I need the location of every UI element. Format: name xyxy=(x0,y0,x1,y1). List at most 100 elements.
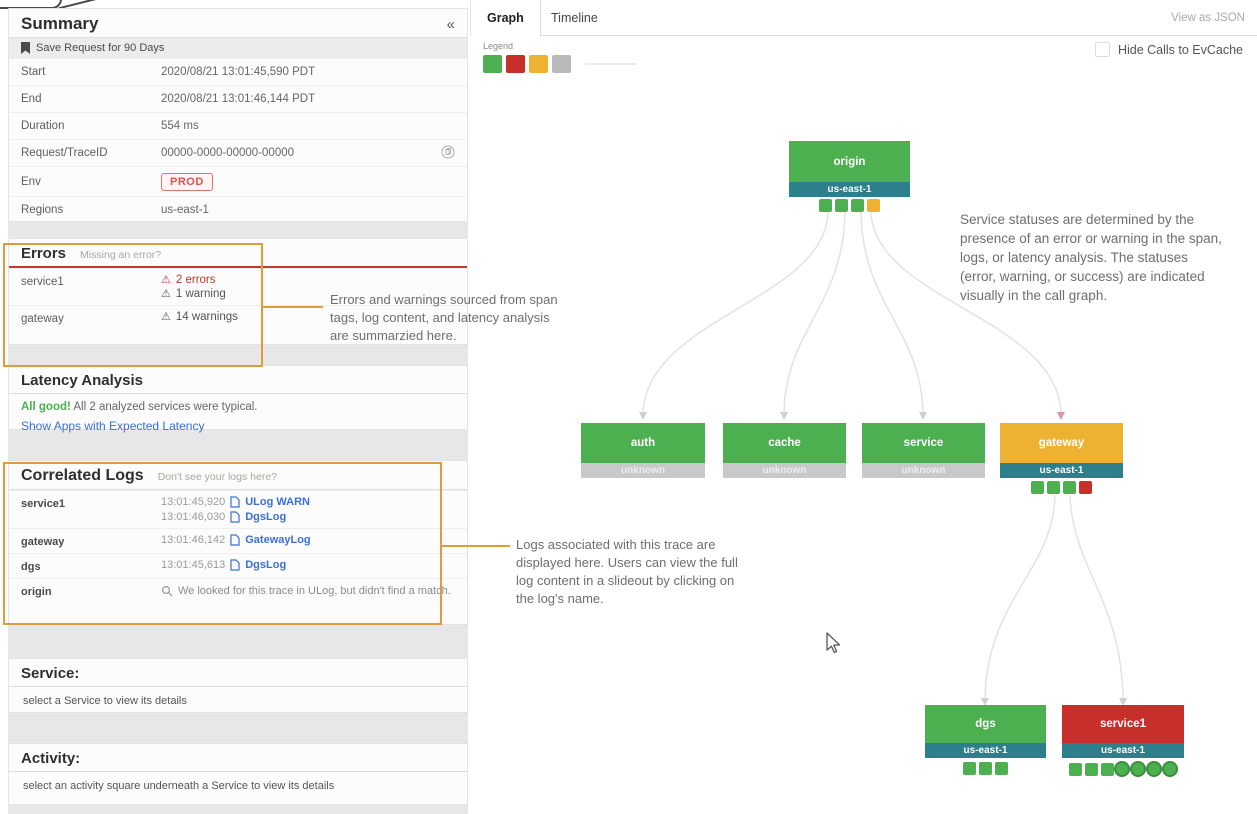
hide-evcache-checkbox[interactable] xyxy=(1094,42,1110,57)
service-section-title: Service: xyxy=(9,659,467,687)
latency-status: All good! xyxy=(21,401,71,413)
hide-evcache-label[interactable]: Hide Calls to EvCache xyxy=(1117,42,1243,57)
activity-section-placeholder: select an activity square underneath a S… xyxy=(23,780,335,792)
origin-activity-squares[interactable] xyxy=(789,199,910,212)
trace-summary-panel: Summary « Save Request for 90 Days Start… xyxy=(8,8,468,814)
node-gateway-label[interactable]: gateway xyxy=(1000,423,1123,463)
node-dgs-label[interactable]: dgs xyxy=(925,705,1046,743)
legend-neutral-swatch xyxy=(552,55,571,73)
error-row-gateway: gateway ⚠ 14 warnings xyxy=(9,305,467,330)
graph-node-cache[interactable]: cache unknown xyxy=(723,423,846,478)
activity-square[interactable] xyxy=(1113,761,1130,777)
graph-node-origin[interactable]: origin us-east-1 xyxy=(789,141,910,197)
view-as-json-link[interactable]: View as JSON xyxy=(1171,12,1245,24)
node-origin-label[interactable]: origin xyxy=(789,141,910,182)
log-row-service1: service1 13:01:45,920 ULog WARN 13:01:46… xyxy=(9,490,467,528)
service-section-placeholder: select a Service to view its details xyxy=(23,695,187,707)
tab-timeline[interactable]: Timeline xyxy=(551,11,598,25)
activity-square[interactable] xyxy=(835,199,848,212)
graph-node-service[interactable]: service unknown xyxy=(862,423,985,478)
activity-square[interactable] xyxy=(1129,761,1146,777)
logs-divider xyxy=(9,489,467,490)
node-cache-label[interactable]: cache xyxy=(723,423,846,463)
service1-activity-squares[interactable] xyxy=(1058,761,1188,777)
document-icon xyxy=(230,534,240,546)
collapse-panel-icon[interactable]: « xyxy=(446,15,455,33)
activity-square[interactable] xyxy=(1068,762,1082,776)
service-detail-card: Service: select a Service to view its de… xyxy=(8,658,468,713)
errors-card: Errors Missing an error? service1 ⚠ 2 er… xyxy=(8,238,468,345)
log-time: 13:01:46,142 xyxy=(161,534,226,546)
activity-square[interactable] xyxy=(1100,762,1114,776)
legend-edge-sample xyxy=(585,63,637,65)
latency-card: Latency Analysis All good! All 2 analyze… xyxy=(8,365,468,433)
log-row-origin: origin We looked for this trace in ULog,… xyxy=(9,578,467,603)
activity-square[interactable] xyxy=(1079,481,1092,494)
activity-square[interactable] xyxy=(819,199,832,212)
copy-traceid-icon[interactable] xyxy=(441,145,455,162)
node-gateway-region: us-east-1 xyxy=(1000,463,1123,478)
activity-square[interactable] xyxy=(979,762,992,775)
graph-node-dgs[interactable]: dgs us-east-1 xyxy=(925,705,1046,758)
errors-annotation-text: Errors and warnings sourced from span ta… xyxy=(330,292,558,343)
log-link[interactable]: GatewayLog xyxy=(245,534,311,546)
call-graph-edges xyxy=(639,211,1127,706)
activity-square[interactable] xyxy=(1161,761,1178,777)
summary-title: Summary xyxy=(21,14,99,33)
log-link[interactable]: ULog WARN xyxy=(245,496,310,508)
activity-square[interactable] xyxy=(1047,481,1060,494)
correlated-logs-card: Correlated Logs Don't see your logs here… xyxy=(8,460,468,625)
graph-node-auth[interactable]: auth unknown xyxy=(581,423,705,478)
graph-node-gateway[interactable]: gateway us-east-1 xyxy=(1000,423,1123,478)
warning-icon: ⚠ xyxy=(161,273,171,286)
errors-divider xyxy=(9,266,467,268)
save-request-label: Save Request for 90 Days xyxy=(36,42,165,54)
show-apps-link[interactable]: Show Apps with Expected Latency xyxy=(21,419,205,433)
node-service1-label[interactable]: service1 xyxy=(1062,705,1184,743)
log-link[interactable]: DgsLog xyxy=(245,559,287,571)
env-prod-badge: PROD xyxy=(161,172,213,191)
activity-square[interactable] xyxy=(1063,481,1076,494)
warning-icon: ⚠ xyxy=(161,310,171,323)
log-time: 13:01:45,920 xyxy=(161,496,226,508)
warning-icon: ⚠ xyxy=(161,287,171,300)
status-annotation-text: Service statuses are determined by the p… xyxy=(960,212,1222,303)
activity-detail-card: Activity: select an activity square unde… xyxy=(8,743,468,805)
summary-card: Summary « Save Request for 90 Days Start… xyxy=(8,8,468,222)
activity-square[interactable] xyxy=(963,762,976,775)
log-row-gateway: gateway 13:01:46,142 GatewayLog xyxy=(9,528,467,553)
dgs-activity-squares[interactable] xyxy=(925,762,1046,775)
activity-square[interactable] xyxy=(851,199,864,212)
legend-warning-swatch xyxy=(529,55,548,73)
logs-hint-link[interactable]: Don't see your logs here? xyxy=(157,471,278,483)
log-link[interactable]: DgsLog xyxy=(245,511,287,523)
activity-square[interactable] xyxy=(1145,761,1162,777)
warning-count-badge: ⚠ 1 warning xyxy=(161,287,226,300)
error-row-service1: service1 ⚠ 2 errors ⚠ 1 warning xyxy=(9,268,467,305)
missing-error-link[interactable]: Missing an error? xyxy=(80,249,162,261)
activity-square[interactable] xyxy=(1031,481,1044,494)
save-request-button[interactable]: Save Request for 90 Days xyxy=(9,37,467,58)
document-icon xyxy=(230,511,240,523)
gateway-activity-squares[interactable] xyxy=(1000,481,1123,494)
node-auth-region: unknown xyxy=(581,463,705,478)
summary-row-env: Env PROD xyxy=(9,166,467,196)
summary-row-end: End 2020/08/21 13:01:46,144 PDT xyxy=(9,85,467,112)
activity-square[interactable] xyxy=(867,199,880,212)
node-auth-label[interactable]: auth xyxy=(581,423,705,463)
latency-title: Latency Analysis xyxy=(21,372,143,389)
logs-annotation-text: Logs associated with this trace are disp… xyxy=(516,537,738,606)
activity-square[interactable] xyxy=(1084,762,1098,776)
warning-count-badge: ⚠ 14 warnings xyxy=(161,310,238,323)
log-time: 13:01:45,613 xyxy=(161,559,226,571)
legend-label: Legend xyxy=(483,41,514,51)
node-cache-region: unknown xyxy=(723,463,846,478)
mouse-cursor xyxy=(826,632,841,654)
graph-node-service1[interactable]: service1 us-east-1 xyxy=(1062,705,1184,758)
activity-square[interactable] xyxy=(995,762,1008,775)
summary-row-regions: Regions us-east-1 xyxy=(9,196,467,223)
legend-success-swatch xyxy=(483,55,502,73)
legend-error-swatch xyxy=(506,55,525,73)
node-service-label[interactable]: service xyxy=(862,423,985,463)
tab-graph[interactable]: Graph xyxy=(471,0,541,37)
